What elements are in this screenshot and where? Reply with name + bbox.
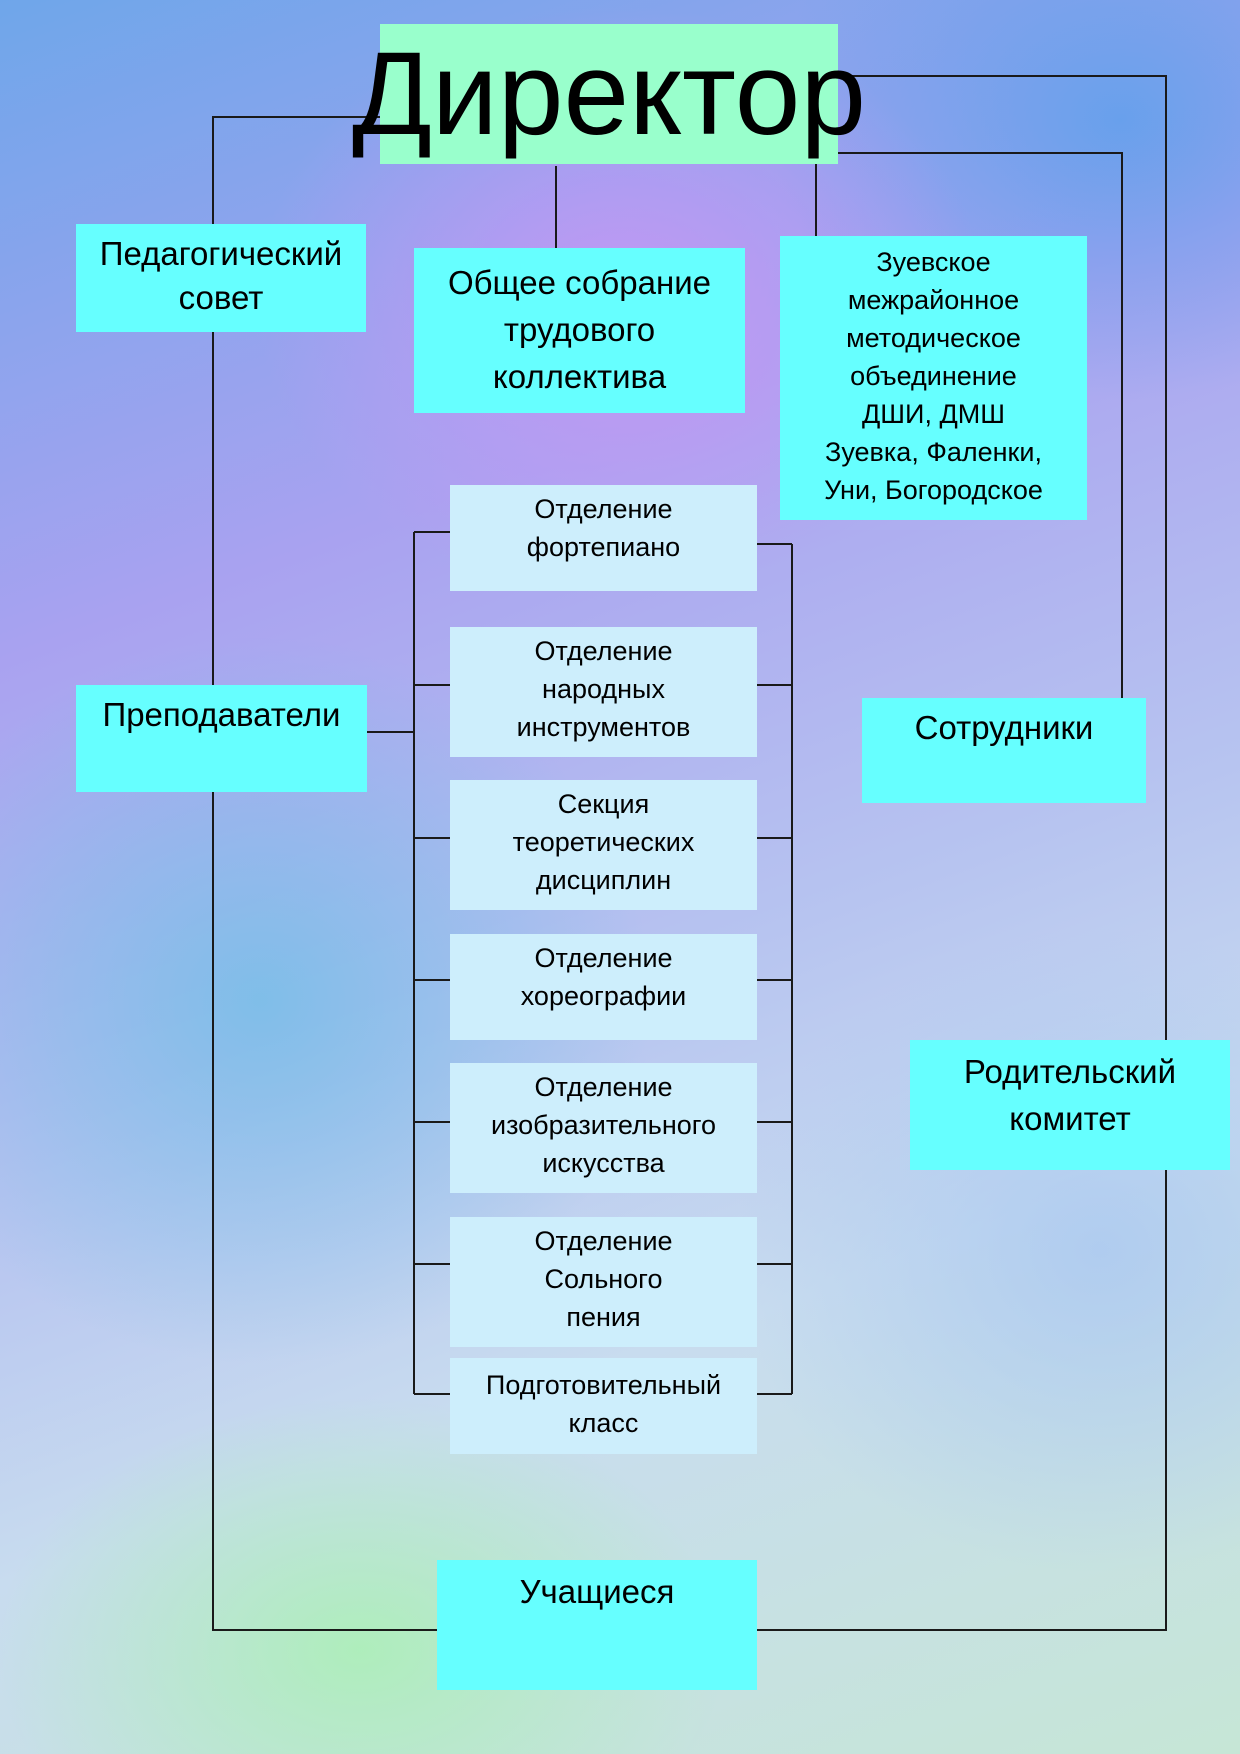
- department-box-piano: Отделение фортепиано: [450, 485, 757, 591]
- left-outer-connector: [212, 116, 440, 1631]
- pedagogical-council-label: Педагогический совет: [99, 235, 343, 316]
- department-label: Отделение Сольного пения: [534, 1226, 673, 1332]
- department-box-solo-singing: Отделение Сольного пения: [450, 1217, 757, 1347]
- department-label: Отделение изобразительного искусства: [490, 1072, 717, 1178]
- methodical-association-label: Зуевское межрайонное методическое объеди…: [824, 247, 1043, 505]
- staff-box: Сотрудники: [862, 698, 1146, 803]
- pedagogical-council-box: Педагогический совет: [76, 224, 366, 332]
- parent-committee-label: Родительский комитет: [963, 1053, 1177, 1137]
- general-meeting-box: Общее собрание трудового коллектива: [414, 248, 745, 413]
- department-label: Отделение фортепиано: [526, 494, 681, 562]
- parent-committee-box: Родительский комитет: [910, 1040, 1230, 1170]
- department-label: Секция теоретических дисциплин: [512, 789, 695, 895]
- director-box: Директор: [352, 24, 866, 164]
- department-box-fine-arts: Отделение изобразительного искусства: [450, 1063, 757, 1193]
- methodical-association-box: Зуевское межрайонное методическое объеди…: [780, 236, 1087, 520]
- right-outer-connector: [756, 75, 1167, 1631]
- department-box-choreography: Отделение хореографии: [450, 934, 757, 1040]
- department-box-folk-instruments: Отделение народных инструментов: [450, 627, 757, 757]
- department-label: Отделение хореографии: [520, 943, 687, 1011]
- department-box-theory: Секция теоретических дисциплин: [450, 780, 757, 910]
- department-label: Отделение народных инструментов: [516, 636, 691, 742]
- students-label: Учащиеся: [519, 1573, 675, 1610]
- department-box-preparatory: Подготовительный класс: [450, 1358, 757, 1454]
- department-label: Подготовительный класс: [485, 1370, 722, 1438]
- students-box: Учащиеся: [437, 1560, 757, 1690]
- general-meeting-label: Общее собрание трудового коллектива: [447, 264, 712, 395]
- director-label: Директор: [352, 28, 867, 160]
- teachers-label: Преподаватели: [102, 696, 341, 733]
- director-staff-connector: [838, 152, 1123, 698]
- staff-label: Сотрудники: [914, 709, 1094, 746]
- teachers-box: Преподаватели: [76, 685, 367, 792]
